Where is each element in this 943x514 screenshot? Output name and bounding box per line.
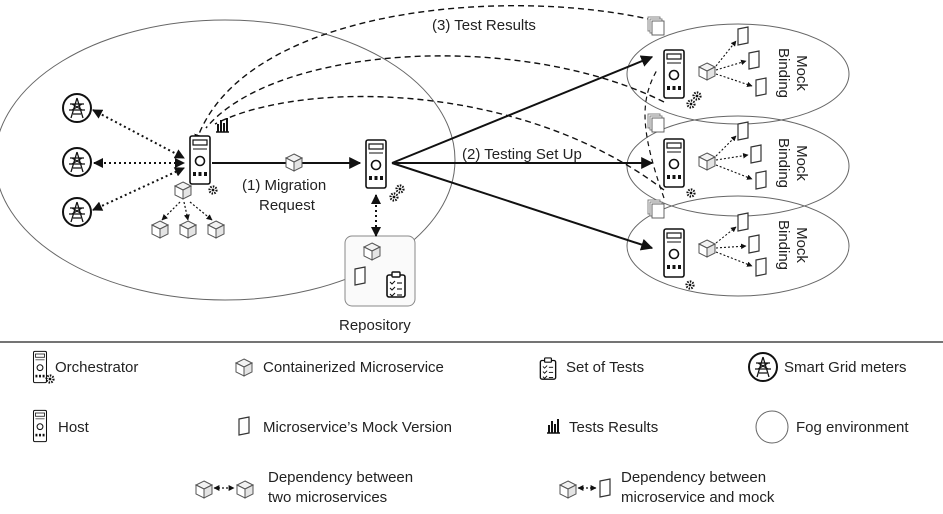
test-results-stack-icon	[647, 16, 665, 36]
set-of-tests-icon	[386, 271, 406, 298]
microservice-cube-icon	[698, 62, 716, 81]
microservice-cube-icon	[195, 480, 213, 499]
dependency-line	[715, 164, 753, 180]
mock-version-icon	[755, 77, 767, 97]
gear-icon	[45, 374, 55, 384]
orchestrator-server-icon	[189, 135, 211, 185]
mock-version-icon	[748, 50, 760, 70]
test-results-arrow-bottom2	[644, 69, 665, 199]
mock-version-icon	[748, 234, 760, 254]
legend-mock-label: Microservice’s Mock Version	[263, 419, 452, 436]
fog-environment-bottom	[626, 195, 850, 297]
smart-grid-meter-icon	[748, 352, 778, 382]
fog-environment-legend-icon	[755, 410, 789, 444]
dependency-line	[715, 243, 747, 250]
gear-icon	[395, 184, 405, 194]
dependency-line	[715, 73, 753, 88]
microservice-cube-icon	[151, 220, 169, 239]
containerized-microservice-icon	[235, 358, 253, 377]
legend-smart-grid-label: Smart Grid meters	[784, 359, 907, 376]
test-results-stack-icon	[647, 199, 665, 219]
test-results-arrow-top	[194, 5, 654, 143]
test-results-arrow-bottom	[214, 95, 665, 191]
mock-version-icon	[737, 212, 749, 232]
mock-binding-label: Binding	[775, 48, 792, 98]
mock-version-icon	[750, 144, 762, 164]
legend-microservice-label: Containerized Microservice	[263, 359, 444, 376]
testing-setup-arrow-bottom	[391, 162, 654, 251]
legend-host-label: Host	[58, 419, 90, 436]
dependency-line	[189, 201, 213, 221]
microservice-cube-icon	[236, 480, 254, 499]
legend-dep-two-label: Dependency between	[268, 469, 413, 486]
migration-request-label: (1) Migration	[242, 177, 326, 194]
legend-tests-results-label: Tests Results	[569, 419, 658, 436]
gear-icon	[389, 192, 399, 202]
smart-grid-meter-icon	[62, 147, 92, 177]
gear-icon	[686, 99, 696, 109]
microservice-cube-icon	[698, 239, 716, 258]
orchestrator-legend-icon	[32, 350, 48, 384]
microservice-cube-icon	[207, 220, 225, 239]
legend-set-of-tests-label: Set of Tests	[566, 359, 644, 376]
meter-link-top	[92, 109, 185, 159]
mock-binding-label: Binding	[775, 138, 792, 188]
dependency-line	[161, 201, 181, 221]
host-legend-icon	[32, 409, 48, 443]
mock-binding-label: Mock	[793, 145, 810, 181]
mock-version-icon	[737, 121, 749, 141]
legend-fog-label: Fog environment	[796, 419, 909, 436]
fog-environment-main	[0, 19, 456, 301]
migration-request-label: Request	[259, 197, 316, 214]
set-of-tests-icon	[539, 357, 557, 380]
host-server-icon	[663, 49, 685, 99]
microservice-cube-icon	[363, 242, 381, 261]
mock-version-icon	[599, 478, 611, 498]
legend-dep-mock-label: microservice and mock	[621, 489, 775, 506]
microservice-cube-icon	[698, 152, 716, 171]
dependency-line	[715, 59, 747, 71]
test-results-arrow-middle	[205, 55, 665, 129]
dependency-line	[715, 135, 737, 157]
legend-orchestrator-label: Orchestrator	[55, 359, 138, 376]
testing-setup-arrow-top	[391, 55, 654, 164]
microservice-cube-icon	[179, 220, 197, 239]
dependency-line	[715, 226, 737, 244]
tests-results-icon	[546, 418, 561, 434]
mock-binding-label: Binding	[775, 220, 792, 270]
gear-icon	[208, 185, 218, 195]
microservice-cube-icon	[559, 480, 577, 499]
dependency-line	[715, 153, 749, 161]
dependency-line	[715, 40, 737, 67]
mock-version-icon	[755, 257, 767, 277]
mock-version-icon	[238, 416, 250, 436]
gear-icon	[686, 188, 696, 198]
gear-icon	[692, 91, 702, 101]
meter-link-bottom	[92, 167, 185, 211]
mock-version-icon	[354, 266, 366, 286]
dependency-line	[183, 201, 190, 221]
legend-dep-mock-label: Dependency between	[621, 469, 766, 486]
test-results-label: (3) Test Results	[432, 17, 536, 34]
mock-binding-label: Mock	[793, 55, 810, 91]
host-server-icon	[663, 228, 685, 278]
smart-grid-meter-icon	[62, 93, 92, 123]
migrating-microservice-icon	[285, 153, 303, 172]
host-server-icon	[365, 139, 387, 189]
dependency-line	[715, 251, 753, 267]
mock-version-icon	[755, 170, 767, 190]
gear-icon	[685, 280, 695, 290]
repository-label: Repository	[339, 317, 411, 334]
test-results-stack-icon	[647, 113, 665, 133]
legend-dep-two-label: two microservices	[268, 489, 387, 506]
host-server-icon	[663, 138, 685, 188]
testing-setup-label: (2) Testing Set Up	[462, 146, 582, 163]
mock-binding-label: Mock	[793, 227, 810, 263]
mock-version-icon	[737, 26, 749, 46]
microservice-cube-icon	[174, 181, 192, 200]
smart-grid-meter-icon	[62, 197, 92, 227]
